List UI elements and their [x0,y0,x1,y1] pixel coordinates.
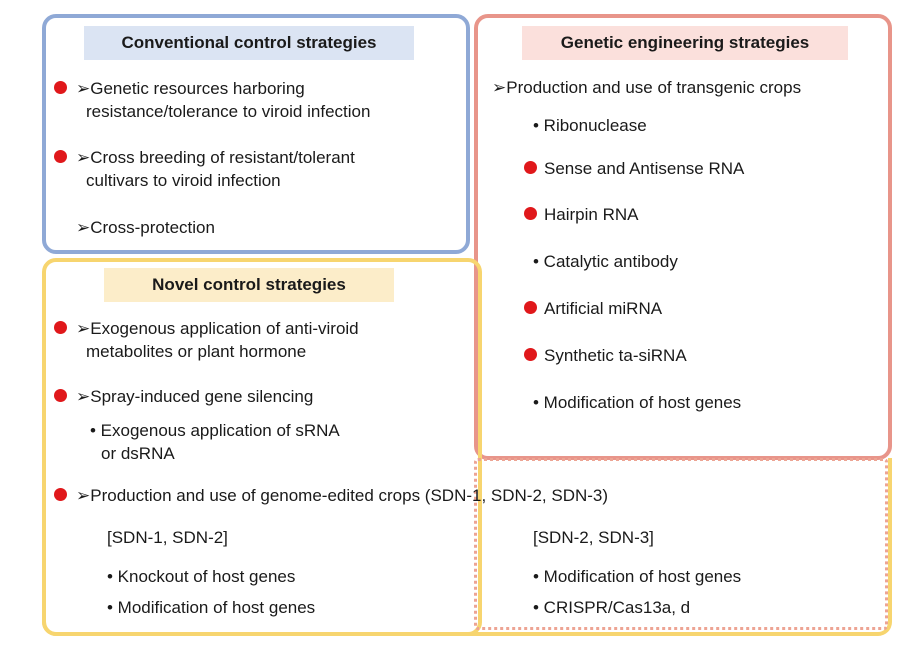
novel-item-3: ➢Production and use of genome-edited cro… [76,486,609,505]
red-dot-marker [524,207,537,220]
conventional-item-3: ➢Cross-protection [76,218,215,237]
genetic-engineering-header: Genetic engineering strategies [522,26,848,60]
novel-item-1-cont: metabolites or plant hormone [86,342,307,361]
novel-header: Novel control strategies [104,268,394,302]
sdn-2-3-crispr: • CRISPR/Cas13a, d [533,598,691,617]
conventional-header: Conventional control strategies [84,26,414,60]
red-dot-marker [54,150,67,163]
novel-strategies-extension [42,458,892,636]
sdn-2-3-label: [SDN-2, SDN-3] [533,528,654,547]
sdn-1-2-knockout: • Knockout of host genes [107,567,296,586]
novel-item-1: ➢Exogenous application of anti-viroid [76,319,359,338]
genetic-sub-ribonuclease: • Ribonuclease [533,116,647,135]
conventional-item-2: ➢Cross breeding of resistant/tolerant [76,148,355,167]
sdn-1-2-modification: • Modification of host genes [107,598,316,617]
genetic-sub-sense-antisense: Sense and Antisense RNA [544,159,745,178]
conventional-item-2-cont: cultivars to viroid infection [86,171,281,190]
red-dot-marker [524,348,537,361]
novel-item-2-sub-cont: or dsRNA [101,444,175,463]
genetic-sub-hairpin: Hairpin RNA [544,205,639,224]
red-dot-marker [54,81,67,94]
sdn-2-3-modification: • Modification of host genes [533,567,742,586]
red-dot-marker [524,161,537,174]
genetic-sub-synthetic-tasirna: Synthetic ta-siRNA [544,346,687,365]
conventional-item-1-cont: resistance/tolerance to viroid infection [86,102,371,121]
genetic-sub-catalytic-antibody: • Catalytic antibody [533,252,678,271]
red-dot-marker [54,389,67,402]
genetic-sub-host-genes: • Modification of host genes [533,393,742,412]
red-dot-marker [524,301,537,314]
conventional-item-1: ➢Genetic resources harboring [76,79,305,98]
red-dot-marker [54,488,67,501]
genetic-main-item: ➢Production and use of transgenic crops [492,78,802,97]
novel-item-2-sub: • Exogenous application of sRNA [90,421,340,440]
novel-item-2: ➢Spray-induced gene silencing [76,387,314,406]
genetic-sub-artificial-mirna: Artificial miRNA [544,299,663,318]
conventional-strategies-panel [42,14,470,254]
red-dot-marker [54,321,67,334]
overlap-dotted-region [474,458,888,630]
sdn-1-2-label: [SDN-1, SDN-2] [107,528,228,547]
